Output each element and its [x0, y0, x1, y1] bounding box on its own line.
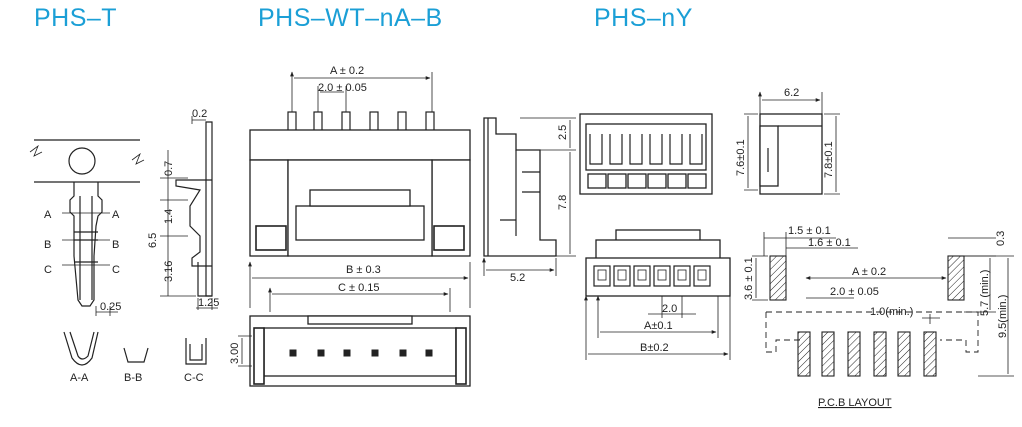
section-bb: B-B — [124, 372, 142, 384]
title-phs-t: PHS–T — [34, 4, 118, 32]
pcb-d-a: A ± 0.2 — [852, 266, 886, 278]
title-phs-wt: PHS–WT–nA–B — [258, 4, 443, 32]
dim-02: 0.2 — [192, 108, 207, 120]
ny-dim-78: 7.8±0.1 — [823, 141, 835, 178]
ny-dim-a: A±0.1 — [644, 320, 673, 332]
phs-wt-side-view: 2.5 7.8 5.2 — [484, 117, 576, 284]
pcb-layout-label: P.C.B LAYOUT — [818, 397, 892, 409]
phs-wt-front-view: A ± 0.2 2.0 ± 0.05 — [249, 65, 471, 257]
dim-14: 1.4 — [163, 209, 175, 224]
ny-dim-76: 7.6±0.1 — [735, 139, 747, 176]
sec-label-a-left: A — [44, 209, 52, 221]
phs-ny-front-view: 2.0 A±0.1 B±0.2 — [586, 229, 730, 360]
ny-dim-b: B±0.2 — [640, 342, 669, 354]
wt-dim-b: B ± 0.3 — [346, 264, 381, 276]
section-aa: A-A — [70, 372, 89, 384]
sec-label-a-right: A — [112, 209, 120, 221]
pcb-d-57: 5.7 (min.) — [979, 270, 991, 316]
ny-dim-62: 6.2 — [784, 87, 799, 99]
wt-side-52: 5.2 — [510, 272, 525, 284]
dim-07: 0.7 — [163, 161, 175, 176]
sec-label-c-right: C — [112, 264, 120, 276]
section-cc: C-C — [184, 372, 204, 384]
wt-dim-a: A ± 0.2 — [330, 65, 364, 77]
pcb-layout-drawing: 1.5 ± 0.1 1.6 ± 0.1 0.3 3.6 ± 0.1 A ± 0.… — [743, 225, 1014, 409]
wt-side-78: 7.8 — [557, 195, 569, 210]
phs-ny-top-view — [579, 113, 713, 195]
ny-dim-pitch: 2.0 — [662, 303, 677, 315]
wt-dim-pitch: 2.0 ± 0.05 — [318, 82, 367, 94]
sec-label-b-left: B — [44, 239, 51, 251]
dim-316: 3.16 — [163, 261, 175, 282]
phs-t-terminal-drawing: A A B B C C 0.25 0.2 0.7 1.4 6.5 3.16 1.… — [29, 108, 219, 384]
title-phs-ny: PHS–nY — [594, 4, 693, 32]
pcb-d-95: 9.5(min.) — [997, 295, 1009, 338]
pcb-d-16: 1.6 ± 0.1 — [808, 237, 851, 249]
pcb-d-pitch: 2.0 ± 0.05 — [830, 286, 879, 298]
pcb-d-15: 1.5 ± 0.1 — [788, 225, 831, 237]
wt-side-25: 2.5 — [557, 125, 569, 140]
dim-025: 0.25 — [100, 301, 121, 313]
sec-label-b-right: B — [112, 239, 119, 251]
pcb-d-36: 3.6 ± 0.1 — [743, 257, 755, 300]
dim-65: 6.5 — [147, 233, 159, 248]
sec-label-c-left: C — [44, 264, 52, 276]
phs-wt-top-view: B ± 0.3 C ± 0.15 3.00 — [229, 262, 470, 387]
dim-125: 1.25 — [198, 297, 219, 309]
wt-dim-300: 3.00 — [229, 343, 241, 364]
phs-ny-side-view: 6.2 7.6±0.1 7.8±0.1 — [735, 87, 840, 195]
pcb-d-03: 0.3 — [995, 231, 1007, 246]
wt-dim-c: C ± 0.15 — [338, 282, 380, 294]
